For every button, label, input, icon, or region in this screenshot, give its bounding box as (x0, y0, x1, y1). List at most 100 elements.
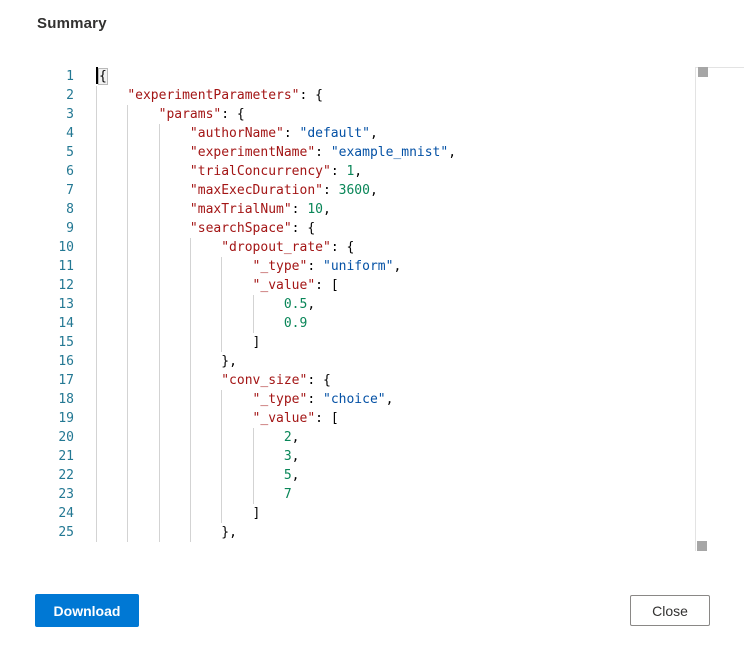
indent-guide (221, 447, 223, 466)
indent-guide (127, 143, 129, 162)
indent-guide (252, 485, 254, 504)
scrollbar-thumb-top[interactable] (698, 67, 708, 77)
line-number: 17 (58, 373, 74, 388)
code-token: : (299, 88, 308, 103)
code-token: 2 (283, 430, 292, 445)
code-line: 19 "_value": [ (43, 409, 695, 428)
code-token: , (369, 183, 378, 198)
indent-guide (127, 219, 129, 238)
line-number: 12 (58, 278, 74, 293)
code-text: "dropout_rate": { (96, 238, 695, 257)
line-number: 16 (58, 354, 74, 369)
code-editor[interactable]: 1{2 "experimentParameters": {3 "params":… (43, 67, 695, 542)
indent-guide (158, 447, 160, 466)
line-number: 23 (58, 487, 74, 502)
code-text: { (96, 67, 695, 86)
code-token: [ (330, 411, 339, 426)
indent-guide (189, 238, 191, 257)
indent-guide (221, 485, 223, 504)
indent-guide (189, 523, 191, 542)
code-text: "conv_size": { (96, 371, 695, 390)
indent-guide (158, 485, 160, 504)
code-token: : (315, 145, 323, 160)
indent-guide (96, 523, 97, 542)
code-token: "experimentParameters" (127, 88, 300, 103)
code-line: 2 "experimentParameters": { (43, 86, 695, 105)
code-line: 18 "_type": "choice", (43, 390, 695, 409)
indent-guide (158, 523, 160, 542)
code-line: 14 0.9 (43, 314, 695, 333)
code-text: "_type": "uniform", (96, 257, 695, 276)
download-button[interactable]: Download (35, 594, 139, 627)
indent-guide (252, 447, 254, 466)
line-number: 25 (58, 525, 74, 540)
scrollbar-thumb-bottom[interactable] (697, 541, 707, 551)
indent-guide (96, 105, 97, 124)
line-number: 18 (58, 392, 74, 407)
code-token: 10 (307, 202, 323, 217)
code-line: 5 "experimentName": "example_mnist", (43, 143, 695, 162)
indent-guide (189, 390, 191, 409)
indent-guide (127, 238, 129, 257)
indent-guide (158, 219, 160, 238)
indent-guide (96, 219, 97, 238)
code-token: "experimentName" (189, 145, 316, 160)
indent-guide (96, 371, 97, 390)
code-text: 5, (96, 466, 695, 485)
indent-guide (127, 504, 129, 523)
code-token: ] (252, 506, 261, 521)
code-token: , (307, 297, 316, 312)
indent-guide (96, 314, 97, 333)
code-token: , (322, 202, 331, 217)
indent-guide (96, 428, 97, 447)
code-token: , (291, 449, 300, 464)
code-text: ] (96, 504, 695, 523)
indent-guide (189, 333, 191, 352)
code-text: "maxTrialNum": 10, (96, 200, 695, 219)
indent-guide (158, 162, 160, 181)
code-token: 3600 (338, 183, 370, 198)
indent-guide (158, 409, 160, 428)
indent-guide (158, 276, 160, 295)
indent-guide (96, 257, 97, 276)
indent-guide (96, 200, 97, 219)
indent-guide (127, 409, 129, 428)
indent-guide (127, 105, 129, 124)
code-line: 7 "maxExecDuration": 3600, (43, 181, 695, 200)
indent-guide (189, 428, 191, 447)
code-text: 3, (96, 447, 695, 466)
indent-guide (221, 276, 223, 295)
code-token: 5 (283, 468, 292, 483)
line-number: 24 (58, 506, 74, 521)
indent-guide (158, 257, 160, 276)
indent-guide (158, 352, 160, 371)
indent-guide (221, 428, 223, 447)
code-token: [ (330, 278, 339, 293)
code-text: }, (96, 523, 695, 542)
indent-guide (252, 314, 254, 333)
indent-guide (221, 466, 223, 485)
indent-guide (127, 333, 129, 352)
close-button[interactable]: Close (630, 595, 710, 626)
indent-guide (158, 466, 160, 485)
indent-guide (96, 276, 97, 295)
code-token: "example_mnist" (330, 145, 449, 160)
code-text: "maxExecDuration": 3600, (96, 181, 695, 200)
code-line: 11 "_type": "uniform", (43, 257, 695, 276)
code-token: "uniform" (323, 259, 394, 274)
code-token: "choice" (323, 392, 386, 407)
indent-guide (158, 504, 160, 523)
code-line: 15 ] (43, 333, 695, 352)
code-text: 7 (96, 485, 695, 504)
indent-guide (96, 162, 97, 181)
code-token: { (236, 107, 245, 122)
indent-guide (96, 86, 97, 105)
code-line: 8 "maxTrialNum": 10, (43, 200, 695, 219)
indent-guide (96, 181, 97, 200)
line-number: 15 (58, 335, 74, 350)
code-line: 17 "conv_size": { (43, 371, 695, 390)
code-token: : (322, 183, 331, 198)
indent-guide (221, 504, 223, 523)
code-token: : (307, 373, 316, 388)
code-token: "conv_size" (221, 373, 308, 388)
